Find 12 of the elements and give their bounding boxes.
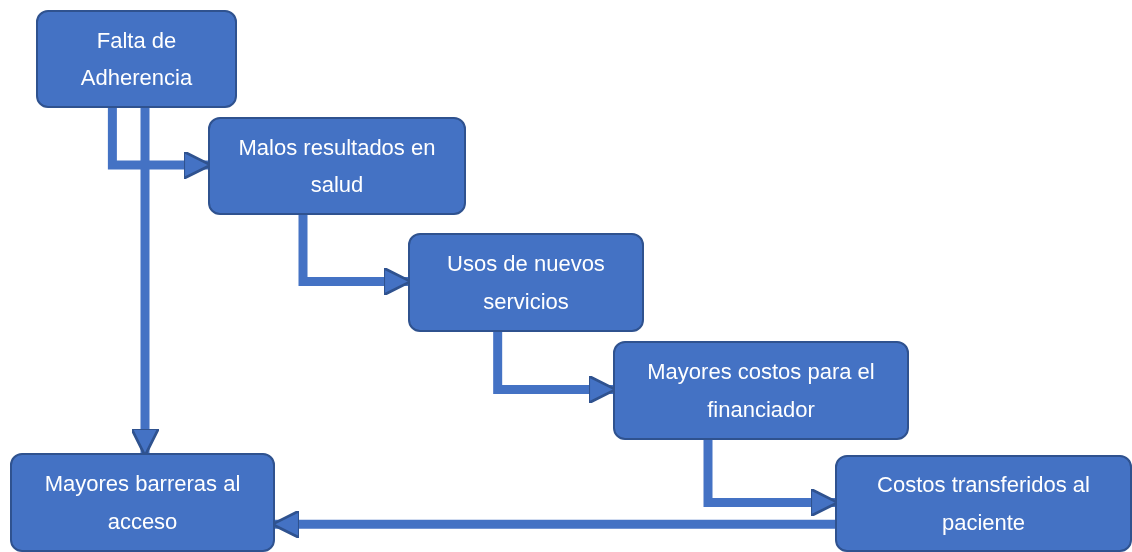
process-box <box>613 341 909 440</box>
process-box <box>36 10 237 108</box>
process-box <box>835 455 1132 552</box>
box-label: Mayores barreras al acceso <box>43 470 242 536</box>
box-label: Mayores costos para el financiador <box>646 358 876 424</box>
box-label: Malos resultados en salud <box>237 133 437 199</box>
process-box <box>408 233 644 332</box>
process-box <box>10 453 275 552</box>
box-label: Falta de Adherencia <box>79 26 194 92</box>
process-box <box>208 117 466 215</box>
box-label: Usos de nuevos servicios <box>446 250 606 316</box>
box-label: Costos transferidos al paciente <box>876 471 1091 537</box>
